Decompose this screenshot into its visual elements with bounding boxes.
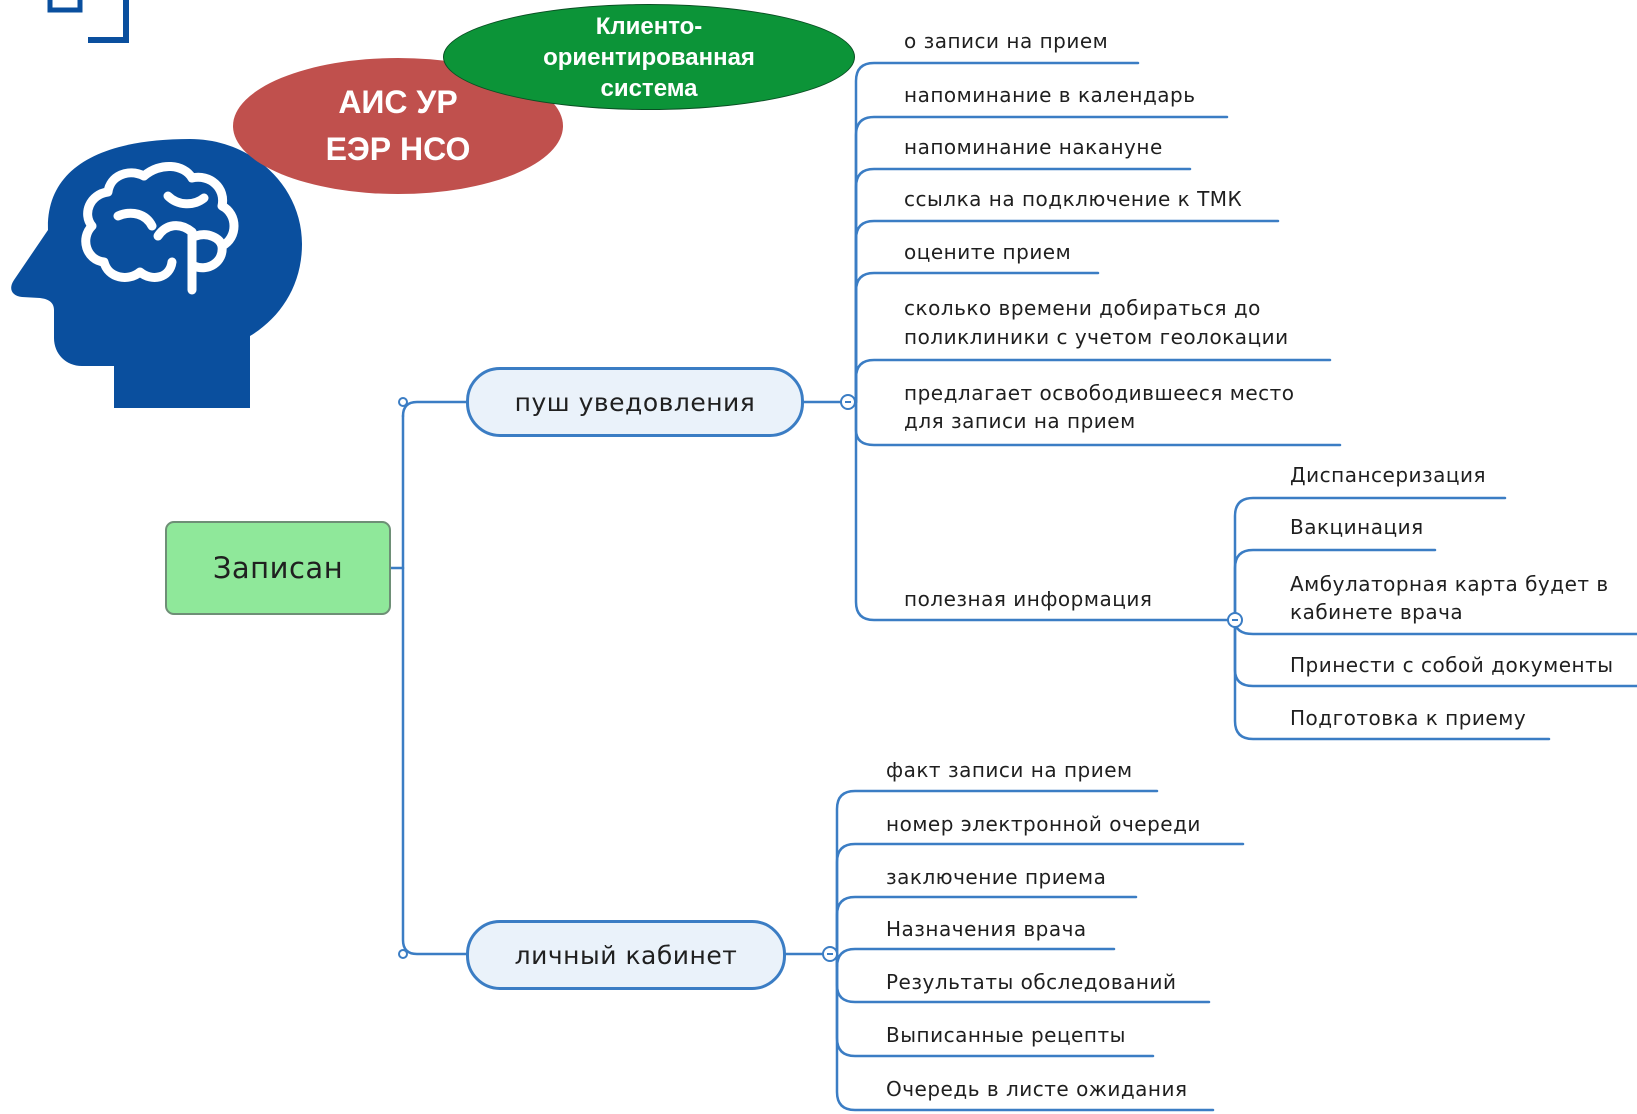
push-item[interactable]: ссылка на подключение к ТМК	[904, 187, 1243, 211]
branch-personal-cabinet[interactable]: личный кабинет	[466, 920, 786, 990]
systems-line-1: АИС УР	[338, 84, 458, 120]
push-item[interactable]: поликлиники с учетом геолокации	[904, 325, 1289, 349]
root-node[interactable]: Записан	[165, 521, 391, 615]
cabinet-item[interactable]: Результаты обследований	[886, 970, 1177, 994]
push-item[interactable]: предлагает освободившееся место	[904, 381, 1295, 405]
cabinet-item[interactable]: заключение приема	[886, 865, 1107, 889]
useful-item[interactable]: Амбулаторная карта будет в	[1290, 572, 1609, 596]
cabinet-item[interactable]: номер электронной очереди	[886, 812, 1201, 836]
push-item[interactable]: сколько времени добираться до	[904, 296, 1261, 320]
push-item[interactable]: для записи на прием	[904, 409, 1136, 433]
cabinet-item[interactable]: Выписанные рецепты	[886, 1023, 1126, 1047]
push-item[interactable]: о записи на прием	[904, 29, 1109, 53]
collapse-push-icon[interactable]	[840, 394, 856, 410]
branch-joint	[398, 949, 408, 959]
collapse-useful-icon[interactable]	[1227, 612, 1243, 628]
client-oriented-line-3: система	[600, 74, 698, 102]
cabinet-item[interactable]: факт записи на прием	[886, 758, 1133, 782]
push-item[interactable]: оцените прием	[904, 240, 1072, 264]
client-oriented-line-2: ориентированная	[543, 43, 755, 71]
push-item[interactable]: напоминание в календарь	[904, 83, 1196, 107]
client-oriented-oval: Клиенто- ориентированная система	[443, 4, 855, 110]
head-brain-icon	[11, 0, 303, 408]
useful-item[interactable]: кабинете врача	[1290, 600, 1464, 624]
cabinet-item[interactable]: Назначения врача	[886, 917, 1087, 941]
client-oriented-line-1: Клиенто-	[595, 12, 703, 40]
branch-joint	[398, 397, 408, 407]
useful-item[interactable]: Принести с собой документы	[1290, 653, 1614, 677]
branch-push-notifications[interactable]: пуш уведовления	[466, 367, 804, 437]
cabinet-item[interactable]: Очередь в листе ожидания	[886, 1077, 1188, 1101]
useful-info-node[interactable]: полезная информация	[904, 587, 1153, 611]
push-item[interactable]: напоминание накануне	[904, 135, 1163, 159]
useful-item[interactable]: Вакцинация	[1290, 515, 1424, 539]
useful-item[interactable]: Диспансеризация	[1290, 463, 1487, 487]
systems-line-2: ЕЭР НСО	[325, 131, 471, 167]
useful-item[interactable]: Подготовка к приему	[1290, 706, 1527, 730]
collapse-cabinet-icon[interactable]	[822, 946, 838, 962]
